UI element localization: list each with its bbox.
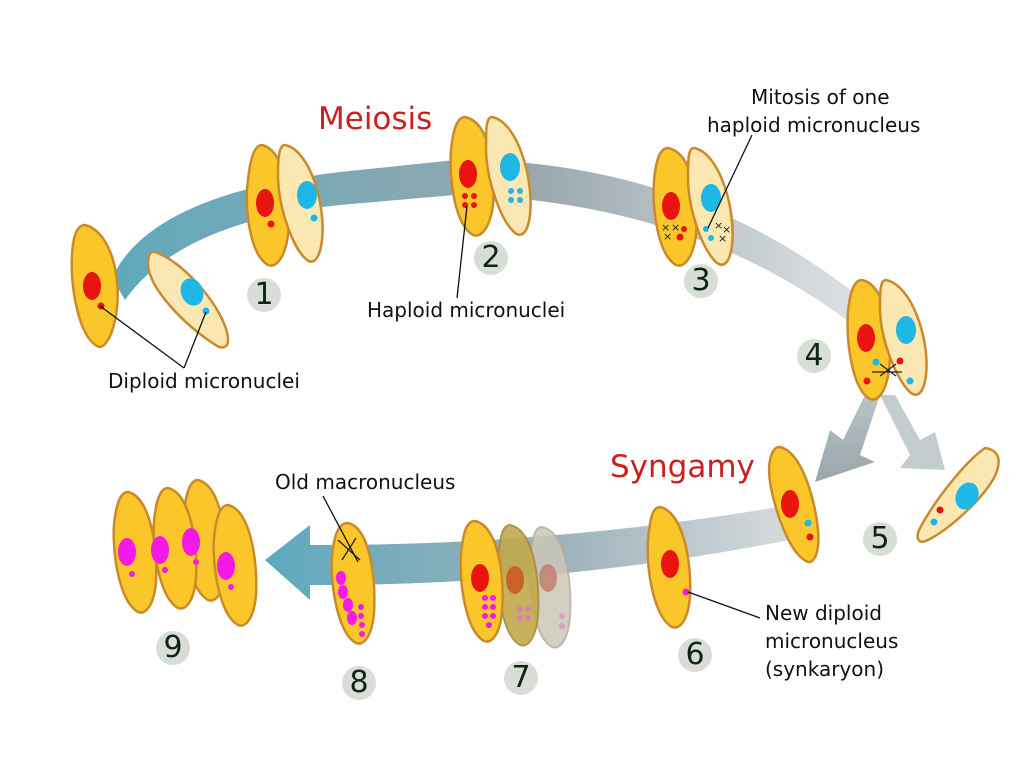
- stage-badge-9: 9: [156, 631, 190, 665]
- stage-7-cells: [459, 519, 572, 649]
- stage-2-cells: [449, 115, 532, 237]
- split-arrows: [815, 395, 945, 482]
- stage-badge-5: 5: [863, 522, 897, 556]
- svg-text:×: ×: [722, 223, 731, 236]
- new-diploid-label-line1: New diploid: [765, 601, 882, 625]
- haploid-label: Haploid micronuclei: [367, 298, 566, 322]
- stage-badge-2: 2: [474, 241, 508, 275]
- mitosis-label-line2: haploid micronucleus: [707, 113, 921, 137]
- stage-3-cells: × × × × × ×: [652, 146, 734, 267]
- stage-9-cells: [112, 478, 258, 627]
- stage-badge-6: 6: [678, 638, 712, 672]
- stage-6-cell: [646, 505, 692, 629]
- diploid-label: Diploid micronuclei: [108, 369, 300, 393]
- stage-badge-7: 7: [504, 661, 538, 695]
- svg-text:×: ×: [661, 221, 670, 234]
- stage-badge-1: 1: [247, 278, 281, 312]
- leader-lines: [99, 134, 761, 619]
- meiosis-title: Meiosis: [318, 101, 433, 137]
- stage-1-cells: [245, 143, 324, 267]
- new-diploid-label-line3: (synkaryon): [765, 657, 884, 681]
- svg-text:×: ×: [714, 219, 723, 232]
- stage-badge-4: 4: [797, 339, 831, 373]
- old-macronucleus-label: Old macronucleus: [275, 470, 456, 494]
- stage-8-cell: [330, 521, 376, 645]
- stage-5-cells: [767, 445, 1000, 564]
- svg-text:×: ×: [671, 221, 680, 234]
- stage-4-cells: [846, 278, 928, 401]
- stage-badge-8: 8: [342, 666, 376, 700]
- pre-conjugation-cells: [70, 223, 230, 349]
- new-diploid-label-line2: micronucleus: [765, 629, 899, 653]
- syngamy-title: Syngamy: [610, 449, 755, 485]
- svg-text:×: ×: [663, 230, 672, 243]
- svg-text:×: ×: [718, 232, 727, 245]
- mitosis-label-line1: Mitosis of one: [751, 85, 890, 109]
- stage-badge-3: 3: [684, 264, 718, 298]
